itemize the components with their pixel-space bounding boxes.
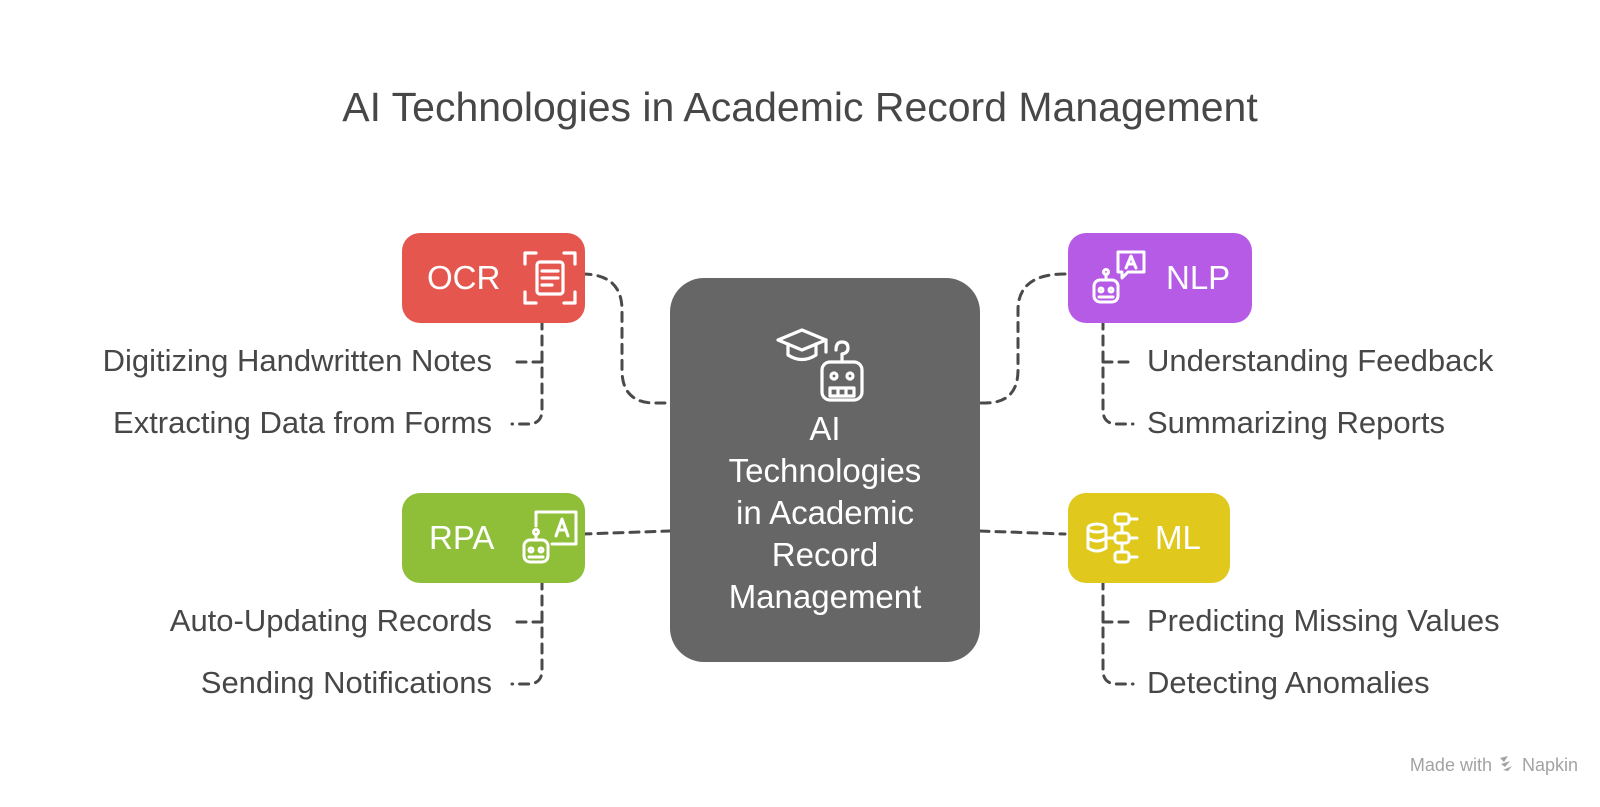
center-label: AI Technologies in Academic Record Manag… [670,408,980,618]
rpa-node: RPA [402,493,585,583]
connector-rpa-items [510,578,544,686]
center-line: Technologies [728,452,922,489]
diagram-title: AI Technologies in Academic Record Manag… [342,84,1258,130]
ocr-label: OCR [427,259,501,296]
center-icons [776,320,876,409]
center-node: AI Technologies in Academic Record Manag… [670,278,980,662]
robot-icon [820,340,864,402]
ml-node: ML [1068,493,1230,583]
napkin-watermark[interactable]: Made with Napkin [1410,754,1578,777]
ocr-item: Extracting Data from Forms [113,405,492,440]
database-network-icon [1085,508,1143,568]
connector-nlp [978,272,1067,405]
nlp-item: Understanding Feedback [1147,343,1494,378]
ocr-node: OCR [402,233,585,323]
nlp-label: NLP [1166,259,1231,296]
nlp-node: NLP [1068,233,1252,323]
watermark-prefix: Made with [1409,755,1492,775]
ocr-item: Digitizing Handwritten Notes [102,343,492,378]
connector-ocr [580,272,672,405]
center-line: Management [728,578,922,615]
connector-ml-items [1101,578,1135,686]
ml-label: ML [1155,519,1201,556]
rpa-item: Sending Notifications [200,665,492,700]
napkin-logo-icon [1498,754,1516,777]
robot-speech-icon [1088,248,1148,308]
center-line: in Academic [736,494,914,531]
graduation-cap-icon [776,328,828,362]
connector-ml [978,529,1067,536]
ml-item: Detecting Anomalies [1147,665,1430,700]
center-line: Record [771,536,879,573]
nlp-item: Summarizing Reports [1147,405,1446,440]
rpa-item: Auto-Updating Records [169,603,492,638]
connector-ocr-items [510,318,544,426]
connector-nlp-items [1101,318,1135,426]
watermark-brand: Napkin [1521,755,1578,775]
center-line: AI [809,410,841,447]
document-scan-icon [522,250,578,306]
connector-rpa [580,529,672,536]
robot-presentation-icon [520,508,580,568]
rpa-label: RPA [429,519,495,556]
ml-item: Predicting Missing Values [1147,603,1500,638]
